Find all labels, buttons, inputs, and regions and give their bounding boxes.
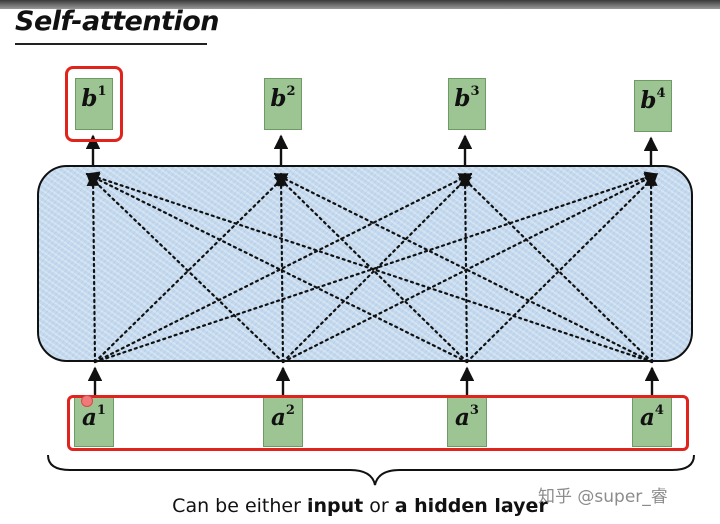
link-a4-b3 bbox=[457, 172, 654, 364]
output-node-b4: b4 bbox=[634, 80, 672, 132]
link-a1-b1 bbox=[86, 172, 100, 364]
output-node-b1: b1 bbox=[75, 78, 113, 130]
highlight-inputs bbox=[67, 395, 689, 451]
highlight-b1 bbox=[65, 66, 123, 142]
link-a2-b2 bbox=[274, 172, 288, 364]
link-a4-b4 bbox=[644, 172, 658, 364]
link-a1-b3 bbox=[93, 172, 473, 364]
output-node-b3: b3 bbox=[448, 78, 486, 130]
pointer-dot bbox=[81, 395, 93, 407]
window-top-bar bbox=[0, 0, 720, 9]
link-a2-b3 bbox=[281, 172, 473, 364]
watermark: 知乎 @super_睿 bbox=[538, 487, 668, 507]
link-a2-b4 bbox=[281, 172, 659, 364]
link-a3-b4 bbox=[465, 172, 659, 364]
input-node-a3: a3 bbox=[447, 397, 487, 447]
title-underline bbox=[15, 43, 207, 45]
curly-brace bbox=[47, 454, 695, 486]
attention-links bbox=[85, 171, 659, 364]
slide-title: Self-attention bbox=[15, 6, 220, 37]
link-a4-b2 bbox=[273, 172, 654, 364]
input-node-a1: a1 bbox=[74, 397, 114, 447]
link-a3-b3 bbox=[458, 172, 472, 364]
output-node-b2: b2 bbox=[264, 78, 302, 130]
link-a1-b2 bbox=[93, 172, 289, 364]
input-node-a2: a2 bbox=[263, 397, 303, 447]
caption: Can be either input or a hidden layer bbox=[172, 495, 548, 517]
input-node-a4: a4 bbox=[632, 397, 672, 447]
link-a3-b1 bbox=[85, 172, 469, 364]
